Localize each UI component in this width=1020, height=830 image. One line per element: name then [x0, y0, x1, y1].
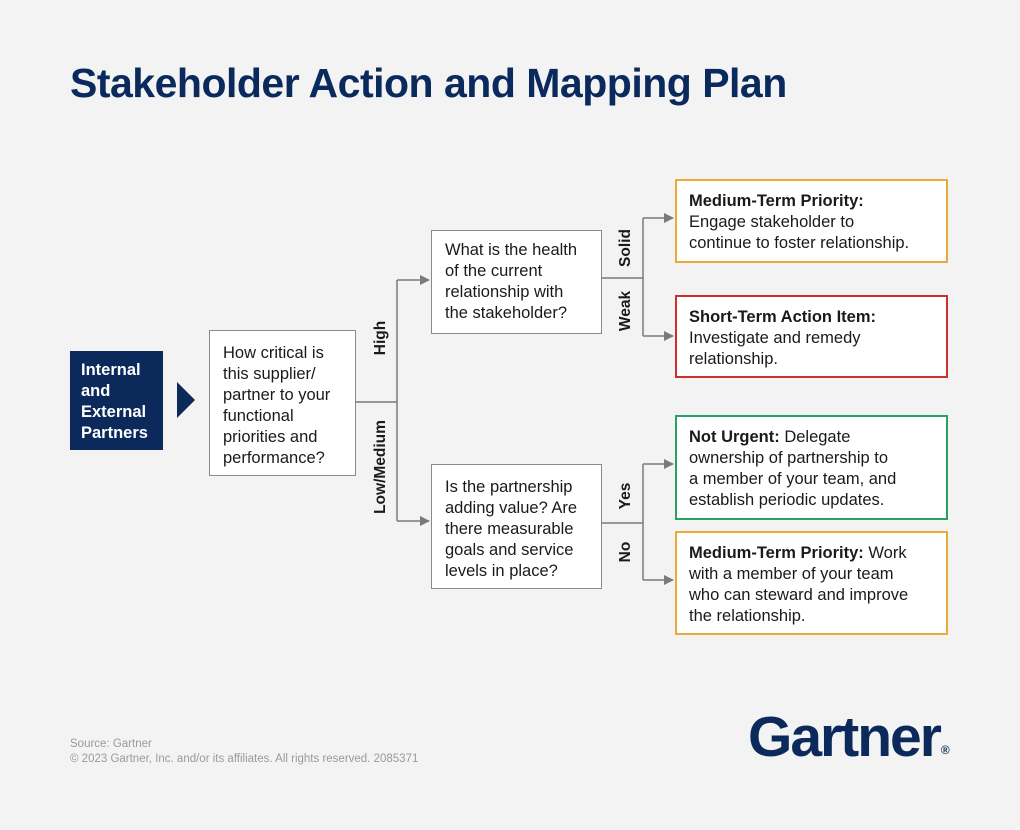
outcome-title: Not Urgent:	[689, 428, 780, 446]
outcome-line: Investigate and remedy	[689, 329, 861, 347]
outcome-first-text: Work	[863, 544, 907, 562]
question-line: performance?	[223, 449, 325, 467]
question-line: this supplier/	[223, 365, 316, 383]
question-line: relationship with	[445, 283, 564, 301]
outcome-line: a member of your team, and	[689, 470, 897, 488]
copyright-line: © 2023 Gartner, Inc. and/or its affiliat…	[70, 753, 419, 765]
question-line: How critical is	[223, 344, 324, 362]
question-partnership-value: Is the partnership adding value? Are the…	[431, 464, 602, 589]
question-criticality: How critical is this supplier/ partner t…	[209, 330, 356, 476]
question-line: partner to your	[223, 386, 331, 404]
start-line: and	[81, 382, 111, 400]
branch-label-yes: Yes	[617, 482, 634, 510]
source-note: Source: Gartner © 2023 Gartner, Inc. and…	[70, 737, 418, 767]
question-line: of the current	[445, 262, 543, 280]
question-line: levels in place?	[445, 562, 558, 580]
branch-label-solid: Solid	[617, 229, 634, 267]
outcome-line: establish periodic updates.	[689, 491, 885, 509]
question-line: functional	[223, 407, 294, 425]
outcome-short-term-action: Short-Term Action Item: Investigate and …	[675, 295, 948, 378]
question-relationship-health: What is the health of the current relati…	[431, 230, 602, 334]
outcome-line: who can steward and improve	[689, 586, 909, 604]
outcome-medium-term-engage: Medium-Term Priority: Engage stakeholder…	[675, 179, 948, 263]
gartner-logo: Gartner®	[748, 704, 950, 770]
outcome-title: Medium-Term Priority:	[689, 544, 864, 562]
question-line: Is the partnership	[445, 478, 573, 496]
start-line: External	[81, 403, 147, 421]
outcome-line: Engage stakeholder to	[689, 213, 855, 231]
question-line: there measurable	[445, 520, 574, 538]
branch-label-low-medium: Low/Medium	[372, 420, 389, 514]
outcome-title: Short-Term Action Item:	[689, 308, 877, 326]
page-title: Stakeholder Action and Mapping Plan	[70, 60, 787, 106]
outcome-line: relationship.	[689, 350, 778, 368]
start-line: Partners	[81, 424, 148, 442]
outcome-first-text: Delegate	[779, 428, 851, 446]
question-line: What is the health	[445, 241, 578, 259]
start-node: Internal and External Partners	[70, 351, 163, 450]
question-line: goals and service	[445, 541, 574, 559]
outcome-not-urgent: Not Urgent: Delegate ownership of partne…	[675, 415, 948, 520]
outcome-line: the relationship.	[689, 607, 806, 625]
registered-mark: ®	[940, 743, 950, 757]
start-arrow-icon	[177, 382, 195, 418]
question-line: adding value? Are	[445, 499, 578, 517]
outcome-medium-term-steward: Medium-Term Priority: Work with a member…	[675, 531, 948, 635]
branch-label-weak: Weak	[617, 290, 634, 332]
start-line: Internal	[81, 361, 141, 379]
logo-text: Gartner	[748, 705, 942, 769]
outcome-line: with a member of your team	[689, 565, 894, 583]
outcome-title: Medium-Term Priority:	[689, 192, 864, 210]
outcome-line: ownership of partnership to	[689, 449, 889, 467]
question-line: the stakeholder?	[445, 304, 568, 322]
source-line: Source: Gartner	[70, 738, 152, 750]
branch-label-no: No	[617, 541, 634, 563]
branch-label-high: High	[372, 320, 389, 356]
question-line: priorities and	[223, 428, 318, 446]
outcome-line: continue to foster relationship.	[689, 234, 910, 252]
